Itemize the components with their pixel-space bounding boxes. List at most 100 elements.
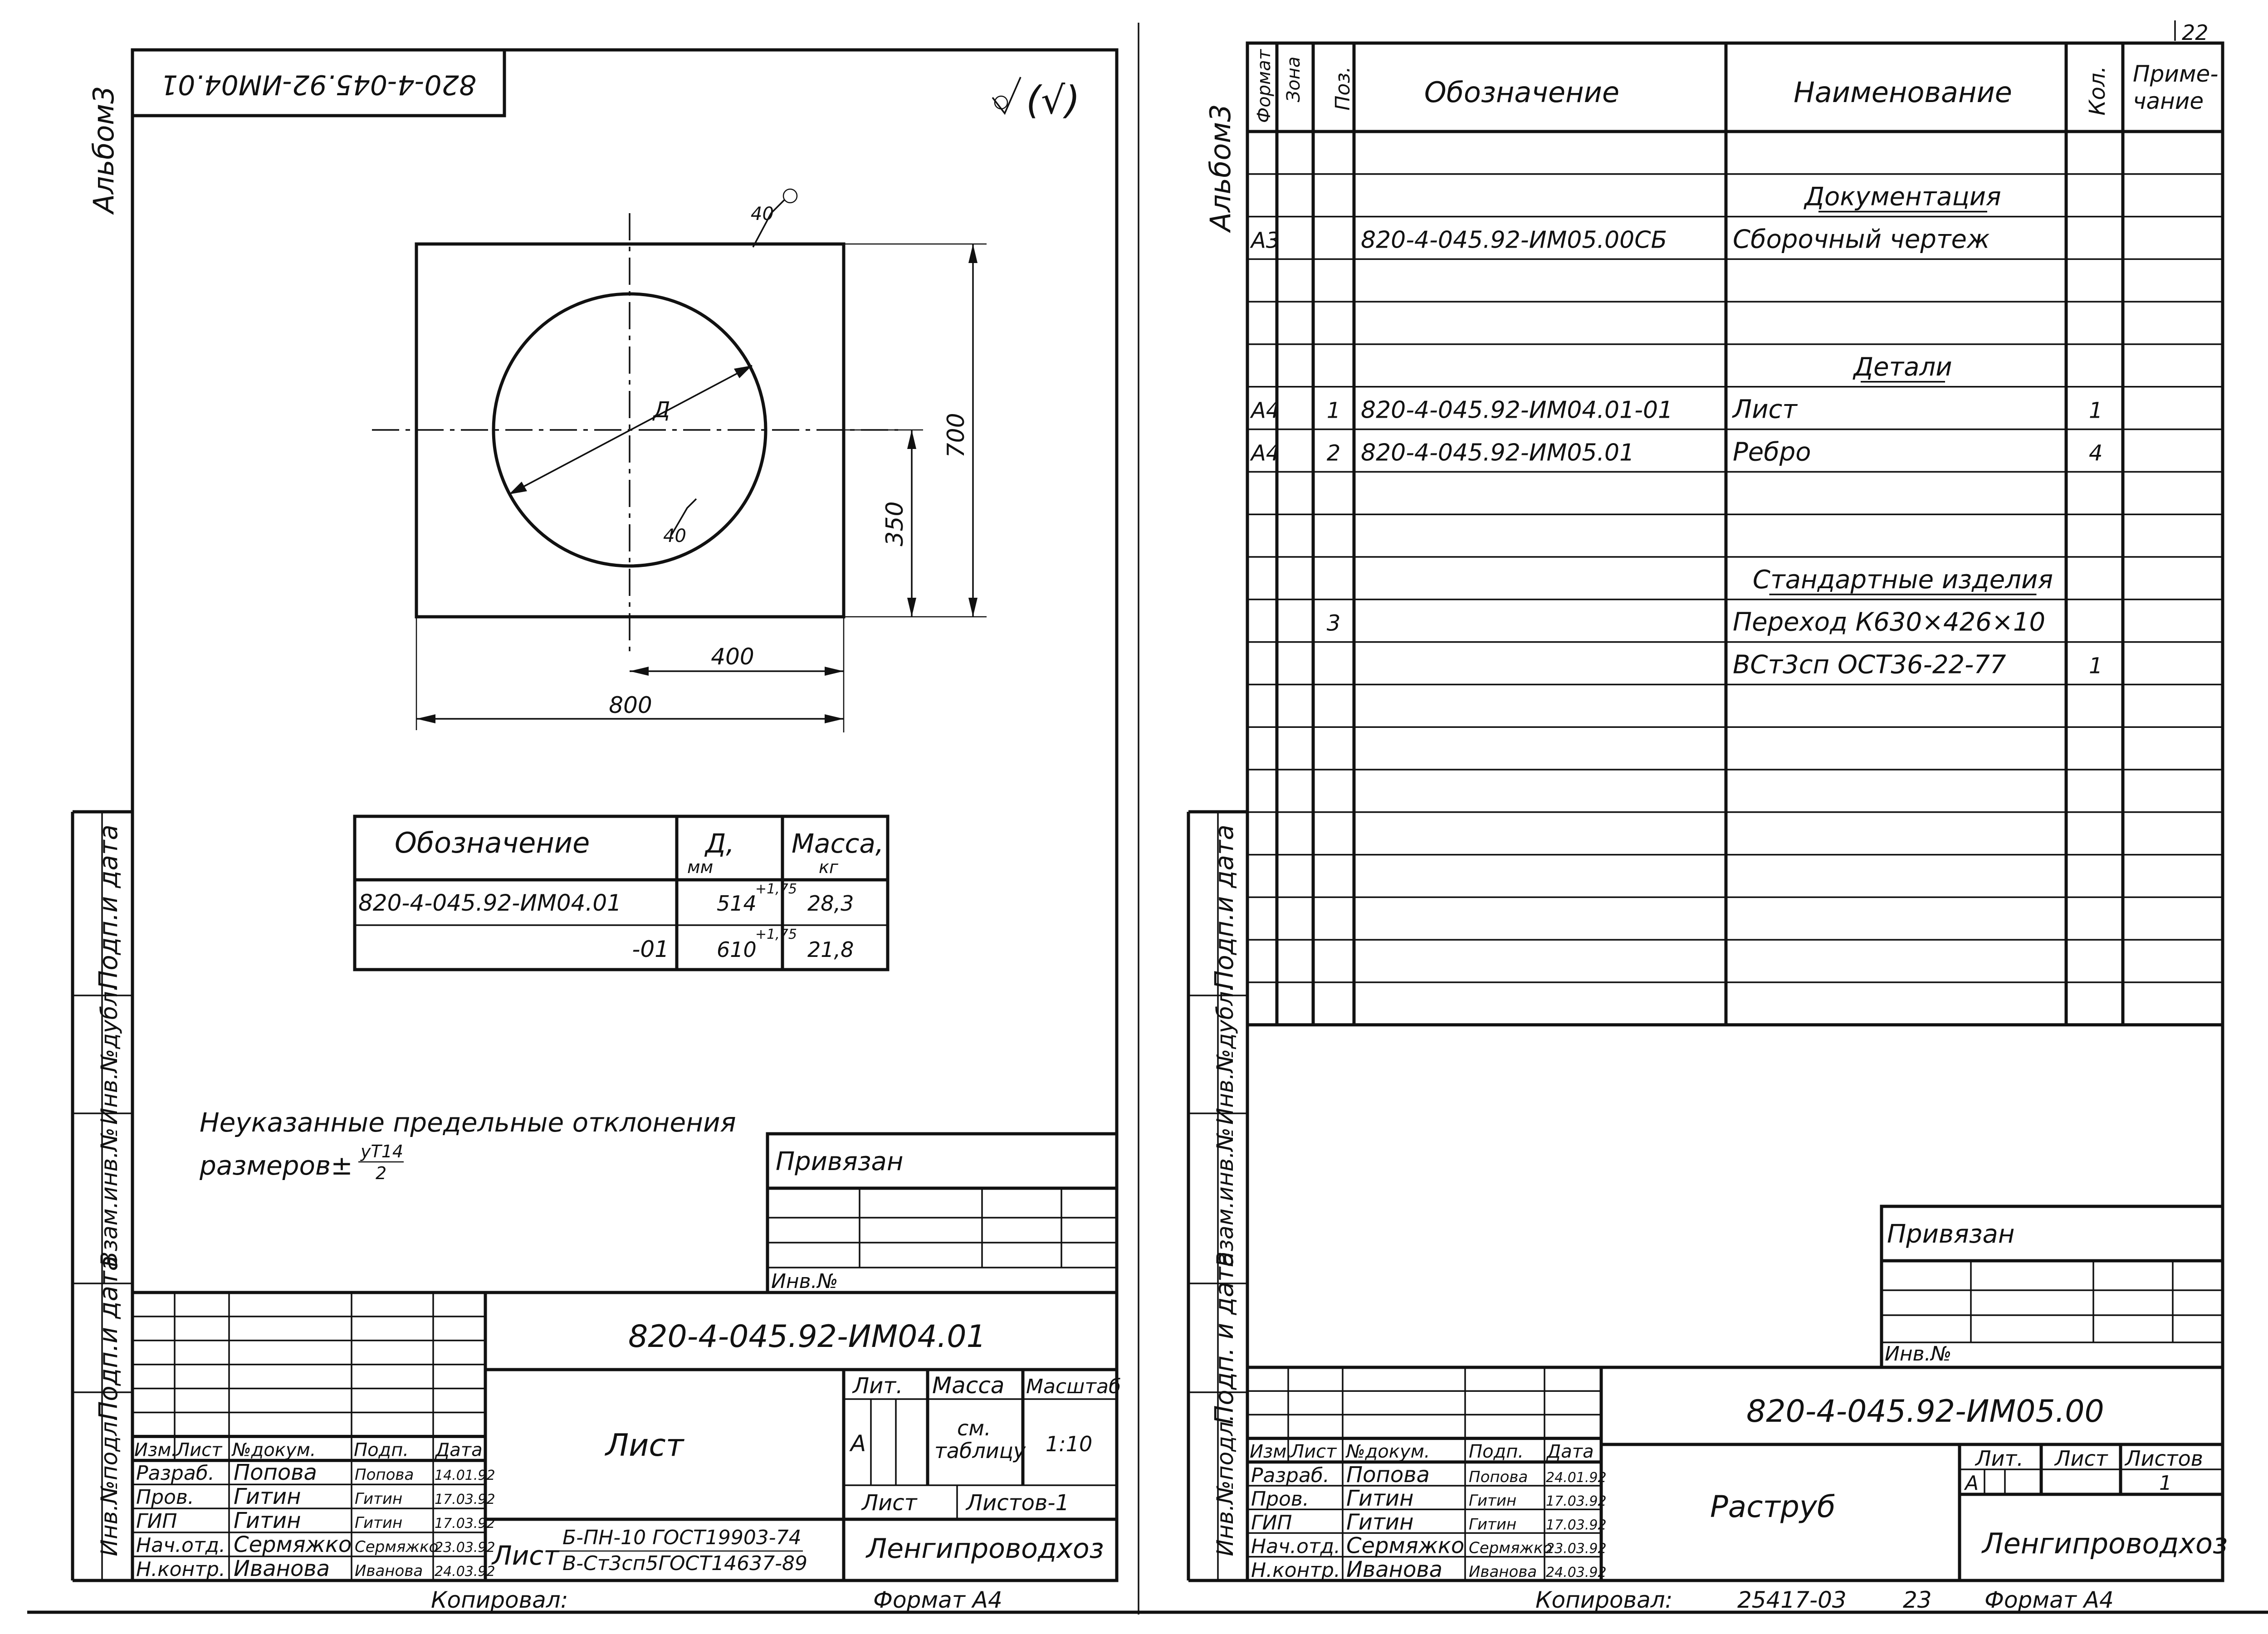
spec-cell-qty: 1: [2089, 653, 2103, 678]
diameter-line: [508, 365, 753, 495]
dim-700: 700: [943, 413, 970, 458]
spec-cell-name: Стандартные изделия: [1753, 565, 2053, 595]
signoff-role: ГИП: [136, 1510, 177, 1533]
roughness-mark-icon: (√): [992, 77, 1080, 122]
spec-cell-name: Переход К630×426×10: [1733, 608, 2045, 637]
table-header-d: Д,: [704, 828, 734, 859]
roughness-general: (√): [1026, 78, 1080, 122]
signoff-date: 24.03.92: [435, 1564, 495, 1580]
spec-header-designation: Обозначение: [1424, 76, 1619, 109]
title-code-right: 820-4-045.92-ИМ05.00: [1746, 1394, 2104, 1429]
list-label: Лист: [861, 1490, 918, 1516]
privyazan-box-right: Привязан Инв.№: [1880, 1205, 2224, 1369]
table-row-1-mass: 28,3: [807, 891, 854, 916]
title-grid-header-1: Изм.: [134, 1439, 177, 1460]
title-grid-header-4: Подп.: [354, 1439, 409, 1460]
plate-drawing: Д 40 40 700 350 400: [372, 188, 987, 732]
table-row-1-designation: 820-4-045.92-ИМ04.01: [358, 890, 621, 916]
table-header-d-unit: мм: [687, 857, 713, 877]
dim-400: 400: [711, 644, 754, 670]
format-label: Формат А4: [873, 1587, 1002, 1613]
side-stamp-podp-data-1: Подп.и дата: [94, 824, 123, 990]
spec-header-zona: Зона: [1283, 57, 1304, 102]
copied-by-right: Копировал:: [1535, 1587, 1673, 1613]
table-row-2-designation: -01: [632, 936, 669, 962]
listov-label: Листов-1: [965, 1490, 1069, 1516]
note-fraction-numerator: уТ14: [360, 1141, 403, 1161]
dim-diameter: Д: [652, 397, 670, 423]
title-block-left: Лит. Масса Масштаб А см. таблицу 1:10 Ли…: [131, 1291, 1121, 1582]
signoff-date: 14.01.92: [435, 1468, 495, 1483]
format-label-right: Формат А4: [1984, 1587, 2114, 1613]
table-header-mass: Масса,: [792, 828, 884, 859]
album-label-right: Альбом3: [1204, 104, 1237, 234]
title-grid-header-3: №докум.: [231, 1439, 316, 1460]
side-stamp-inv-dubl-right: Инв.№дубл.: [1212, 984, 1238, 1125]
note-fraction-denominator: 2: [376, 1163, 386, 1183]
lit-label: Лит.: [852, 1373, 903, 1399]
signoff-signature: Гитин: [1469, 1515, 1516, 1533]
spec-cell-qty: 1: [2089, 398, 2103, 424]
signoff-date: 17.03.92: [435, 1492, 495, 1507]
signoff-date: 23.03.92: [435, 1540, 495, 1556]
copy-number: 25417-03: [1737, 1587, 1847, 1613]
signoff-date: 17.03.92: [1546, 1517, 1607, 1533]
material-prefix: Лист: [491, 1540, 560, 1571]
signoff-date: 23.03.92: [1546, 1541, 1607, 1557]
signoff-name: Гитин: [1346, 1509, 1413, 1535]
lit-value-right: А: [1964, 1472, 1979, 1495]
table-row-2-d: 610: [717, 937, 757, 962]
signoff-name: Попова: [234, 1460, 317, 1485]
spec-cell-name: ВСт3сп ОСТ36-22-77: [1733, 650, 2006, 679]
signoff-name: Иванова: [1346, 1557, 1442, 1582]
roughness-inner: 40: [663, 526, 686, 546]
signoff-role: Разраб.: [136, 1462, 215, 1485]
signoff-signature: Попова: [355, 1466, 414, 1484]
masshtab-label: Масштаб: [1026, 1375, 1121, 1398]
title-block-right: Лит. Лист Листов А 1 820-4-045.92-ИМ05.0…: [1246, 1366, 2228, 1582]
title-grid-header-5: Дата: [435, 1439, 483, 1460]
spec-cell-format: А4: [1250, 440, 1280, 466]
signoff-role: Разраб.: [1251, 1464, 1330, 1487]
list-label-right: Лист: [2054, 1446, 2108, 1471]
signoff-name: Попова: [1346, 1462, 1430, 1488]
org-name-right: Ленгипроводхоз: [1981, 1527, 2228, 1560]
spec-cell-qty: 4: [2089, 440, 2103, 466]
side-stamp-podp-data-2: Подп.и дата: [94, 1255, 123, 1420]
signoff-date: 17.03.92: [435, 1516, 495, 1532]
roughness-top-leader: [752, 199, 786, 248]
note-line-2: размеров±: [199, 1150, 353, 1181]
page-number: 22: [2182, 20, 2209, 45]
massa-label: Масса: [932, 1372, 1004, 1399]
spec-header-note-2: чание: [2133, 88, 2204, 114]
signoff-date: 17.03.92: [1546, 1493, 1607, 1509]
left-sheet: Подп.и дата Инв.№дубл. Взам.инв.№ Подп.и…: [71, 48, 1121, 1613]
table-row-2-mass: 21,8: [807, 937, 854, 962]
material-line-2: В-Ст3сп5ГОСТ14637-89: [562, 1552, 807, 1575]
title-grid-header-4: Подп.: [1469, 1441, 1524, 1462]
title-grid-header-1: Изм.: [1250, 1441, 1292, 1462]
signoff-signature: Гитин: [355, 1514, 402, 1532]
massa-value-1: см.: [957, 1416, 991, 1440]
dimension-table: Обозначение Д, мм Масса, кг 820-4-045.92…: [353, 815, 890, 971]
side-stamp-inv-dubl: Инв.№дубл.: [96, 984, 122, 1125]
spec-cell-name: Детали: [1852, 352, 1952, 382]
signoff-role: Пров.: [136, 1486, 194, 1509]
signoff-signature: Гитин: [1469, 1492, 1516, 1510]
copied-by: Копировал:: [431, 1587, 568, 1613]
signoff-role: Н.контр.: [136, 1558, 225, 1581]
signoff-signature: Гитин: [355, 1490, 402, 1508]
signoff-date: 24.03.92: [1546, 1565, 1607, 1580]
signoff-name: Сермяжко: [1346, 1533, 1464, 1559]
spec-header-format: Формат: [1254, 49, 1275, 123]
spec-cell-poz: 3: [1327, 611, 1341, 636]
scale-value: 1:10: [1046, 1432, 1092, 1456]
table-header-mass-unit: кг: [819, 857, 839, 877]
listov-value-right: 1: [2159, 1472, 2172, 1495]
side-stamp-vzam-inv-right: Взам.инв.№: [1212, 1127, 1238, 1267]
signoff-name: Гитин: [234, 1508, 301, 1533]
listov-label-right: Листов: [2124, 1446, 2203, 1471]
right-sheet: Подп.и дата Инв.№дубл. Взам.инв.№ Подп. …: [1187, 41, 2228, 1613]
